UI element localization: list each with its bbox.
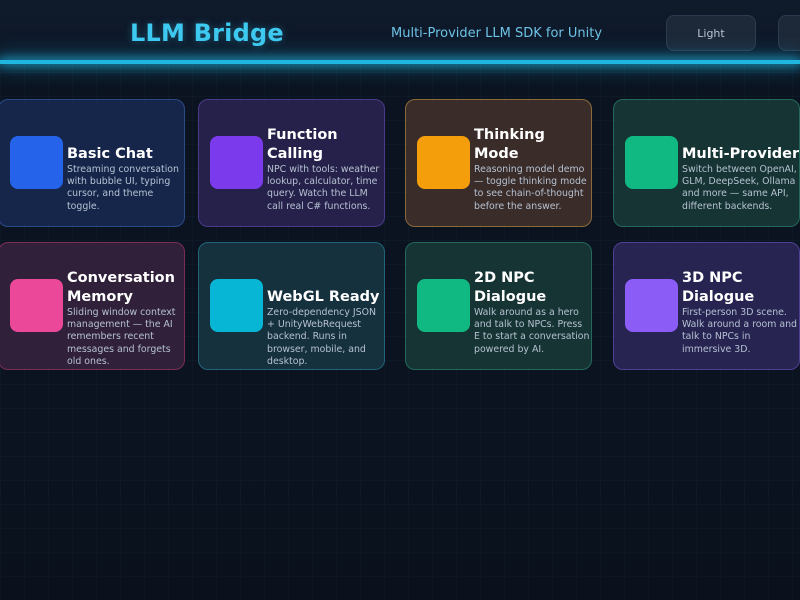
card-title: Basic Chat xyxy=(67,146,153,162)
background-shade xyxy=(0,460,800,600)
card-icon xyxy=(625,279,678,332)
card-icon xyxy=(625,136,678,189)
header-bar: LLM Bridge Multi-Provider LLM SDK for Un… xyxy=(0,0,800,62)
app-title: LLM Bridge xyxy=(130,19,284,47)
header-divider xyxy=(0,60,800,64)
card-thinking-mode[interactable]: Thinking Mode Reasoning model demo — tog… xyxy=(405,99,592,227)
card-title: 3D NPC Dialogue xyxy=(682,270,755,305)
card-title: 2D NPC Dialogue xyxy=(474,270,547,305)
card-title: Multi-Provider xyxy=(682,146,800,162)
card-basic-chat[interactable]: Basic Chat Streaming conversation with b… xyxy=(0,99,185,227)
card-description: Switch between OpenAI, GLM, DeepSeek, Ol… xyxy=(682,164,797,212)
card-conversation-memory[interactable]: Conversation Memory Sliding window conte… xyxy=(0,242,185,370)
card-multi-provider[interactable]: Multi-Provider Switch between OpenAI, GL… xyxy=(613,99,800,227)
app-subtitle: Multi-Provider LLM SDK for Unity xyxy=(391,26,603,41)
card-title: Thinking Mode xyxy=(474,127,545,162)
card-icon xyxy=(417,136,470,189)
card-description: Streaming conversation with bubble UI, t… xyxy=(67,164,179,212)
header-button[interactable] xyxy=(778,15,800,51)
card-description: NPC with tools: weather lookup, calculat… xyxy=(267,164,380,212)
card-icon xyxy=(10,136,63,189)
card-icon xyxy=(417,279,470,332)
card-description: Sliding window context management — the … xyxy=(67,307,176,367)
card-description: Walk around as a hero and talk to NPCs. … xyxy=(474,307,590,355)
theme-toggle-button[interactable]: Light xyxy=(666,15,756,51)
card-3d-npc-dialogue[interactable]: 3D NPC Dialogue First-person 3D scene. W… xyxy=(613,242,800,370)
card-icon xyxy=(210,136,263,189)
card-icon xyxy=(10,279,63,332)
card-webgl-ready[interactable]: WebGL Ready Zero-dependency JSON + Unity… xyxy=(198,242,385,370)
card-title: Conversation Memory xyxy=(67,270,175,305)
card-2d-npc-dialogue[interactable]: 2D NPC Dialogue Walk around as a hero an… xyxy=(405,242,592,370)
card-icon xyxy=(210,279,263,332)
card-title: Function Calling xyxy=(267,127,338,162)
card-function-calling[interactable]: Function Calling NPC with tools: weather… xyxy=(198,99,385,227)
card-title: WebGL Ready xyxy=(267,289,380,305)
card-description: Reasoning model demo — toggle thinking m… xyxy=(474,164,587,212)
card-description: First-person 3D scene. Walk around a roo… xyxy=(682,307,797,355)
card-description: Zero-dependency JSON + UnityWebRequest b… xyxy=(267,307,376,367)
